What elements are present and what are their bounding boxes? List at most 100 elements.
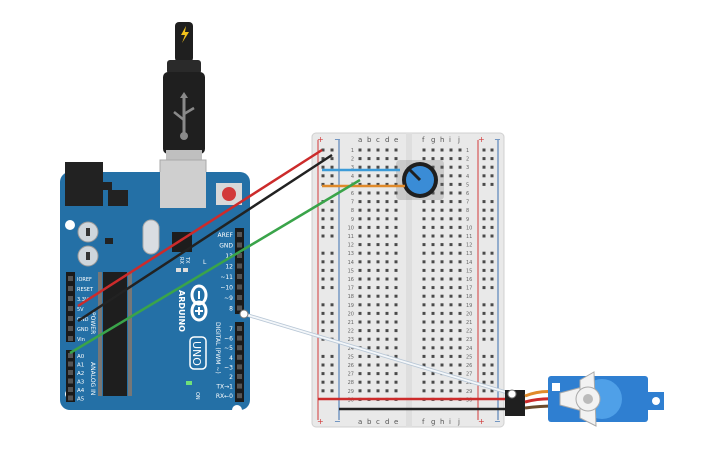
rail-hole[interactable] (490, 260, 494, 264)
breadboard-hole[interactable] (376, 251, 380, 255)
breadboard-hole[interactable] (394, 311, 398, 315)
breadboard-hole[interactable] (458, 174, 462, 178)
breadboard-hole[interactable] (394, 294, 398, 298)
rail-hole[interactable] (321, 251, 325, 255)
breadboard-hole[interactable] (367, 311, 371, 315)
breadboard-hole[interactable] (394, 234, 398, 238)
breadboard-hole[interactable] (385, 225, 389, 229)
rail-hole[interactable] (321, 320, 325, 324)
breadboard-hole[interactable] (422, 380, 426, 384)
digital-pin-3[interactable] (237, 263, 242, 269)
rail-hole[interactable] (490, 320, 494, 324)
breadboard-hole[interactable] (458, 303, 462, 307)
breadboard-hole[interactable] (358, 372, 362, 376)
breadboard-hole[interactable] (458, 294, 462, 298)
breadboard-hole[interactable] (431, 337, 435, 341)
power-pin-3[interactable] (68, 306, 73, 311)
breadboard-hole[interactable] (440, 234, 444, 238)
rail-hole[interactable] (482, 329, 486, 333)
rail-hole[interactable] (330, 389, 334, 393)
rail-hole[interactable] (482, 165, 486, 169)
rail-hole[interactable] (330, 380, 334, 384)
breadboard-hole[interactable] (367, 191, 371, 195)
rail-hole[interactable] (482, 174, 486, 178)
rail-hole[interactable] (490, 354, 494, 358)
breadboard-hole[interactable] (449, 182, 453, 186)
servo-horn[interactable] (559, 371, 601, 427)
breadboard-hole[interactable] (458, 217, 462, 221)
breadboard-hole[interactable] (458, 200, 462, 204)
breadboard-hole[interactable] (376, 148, 380, 152)
breadboard-hole[interactable] (358, 234, 362, 238)
breadboard-hole[interactable] (367, 182, 371, 186)
rail-hole[interactable] (482, 337, 486, 341)
breadboard-hole[interactable] (440, 268, 444, 272)
rail-hole[interactable] (482, 200, 486, 204)
breadboard-hole[interactable] (422, 372, 426, 376)
breadboard-hole[interactable] (458, 346, 462, 350)
breadboard-hole[interactable] (431, 363, 435, 367)
breadboard-hole[interactable] (449, 389, 453, 393)
rail-hole[interactable] (330, 165, 334, 169)
breadboard-hole[interactable] (367, 268, 371, 272)
rail-hole[interactable] (330, 174, 334, 178)
rail-hole[interactable] (321, 268, 325, 272)
breadboard-hole[interactable] (376, 182, 380, 186)
breadboard-hole[interactable] (376, 260, 380, 264)
breadboard-hole[interactable] (376, 329, 380, 333)
breadboard-hole[interactable] (376, 320, 380, 324)
rail-hole[interactable] (490, 311, 494, 315)
rail-hole[interactable] (330, 354, 334, 358)
breadboard-hole[interactable] (440, 337, 444, 341)
breadboard-hole[interactable] (440, 243, 444, 247)
breadboard-hole[interactable] (449, 191, 453, 195)
breadboard-hole[interactable] (367, 363, 371, 367)
breadboard-hole[interactable] (367, 157, 371, 161)
breadboard-hole[interactable] (422, 268, 426, 272)
rail-hole[interactable] (321, 174, 325, 178)
breadboard-hole[interactable] (431, 260, 435, 264)
breadboard-hole[interactable] (431, 217, 435, 221)
breadboard-hole[interactable] (367, 225, 371, 229)
breadboard-hole[interactable] (458, 380, 462, 384)
breadboard-hole[interactable] (376, 354, 380, 358)
breadboard-hole[interactable] (449, 354, 453, 358)
rail-hole[interactable] (330, 234, 334, 238)
rail-hole[interactable] (490, 277, 494, 281)
breadboard-hole[interactable] (440, 354, 444, 358)
breadboard-hole[interactable] (458, 191, 462, 195)
breadboard-hole[interactable] (394, 251, 398, 255)
breadboard-hole[interactable] (367, 243, 371, 247)
rail-hole[interactable] (330, 372, 334, 376)
breadboard-hole[interactable] (440, 303, 444, 307)
breadboard-hole[interactable] (422, 243, 426, 247)
rail-hole[interactable] (482, 320, 486, 324)
rail-hole[interactable] (482, 234, 486, 238)
breadboard-hole[interactable] (358, 329, 362, 333)
breadboard-hole[interactable] (431, 286, 435, 290)
rail-hole[interactable] (482, 260, 486, 264)
breadboard-hole[interactable] (385, 217, 389, 221)
breadboard-hole[interactable] (376, 225, 380, 229)
rail-hole[interactable] (321, 363, 325, 367)
breadboard-hole[interactable] (394, 372, 398, 376)
analog-pin-1[interactable] (68, 361, 73, 367)
digital-pin-12[interactable] (237, 364, 242, 370)
breadboard-hole[interactable] (431, 225, 435, 229)
rail-hole[interactable] (330, 225, 334, 229)
power-pin-6[interactable] (68, 336, 73, 341)
breadboard-hole[interactable] (440, 277, 444, 281)
breadboard-hole[interactable] (358, 389, 362, 393)
breadboard-hole[interactable] (385, 208, 389, 212)
breadboard-hole[interactable] (422, 294, 426, 298)
breadboard-hole[interactable] (431, 243, 435, 247)
rail-hole[interactable] (482, 372, 486, 376)
breadboard-hole[interactable] (358, 191, 362, 195)
breadboard-hole[interactable] (440, 225, 444, 229)
breadboard-hole[interactable] (385, 157, 389, 161)
breadboard-hole[interactable] (440, 157, 444, 161)
breadboard-hole[interactable] (458, 337, 462, 341)
breadboard-hole[interactable] (440, 346, 444, 350)
rail-hole[interactable] (490, 208, 494, 212)
breadboard-hole[interactable] (422, 286, 426, 290)
